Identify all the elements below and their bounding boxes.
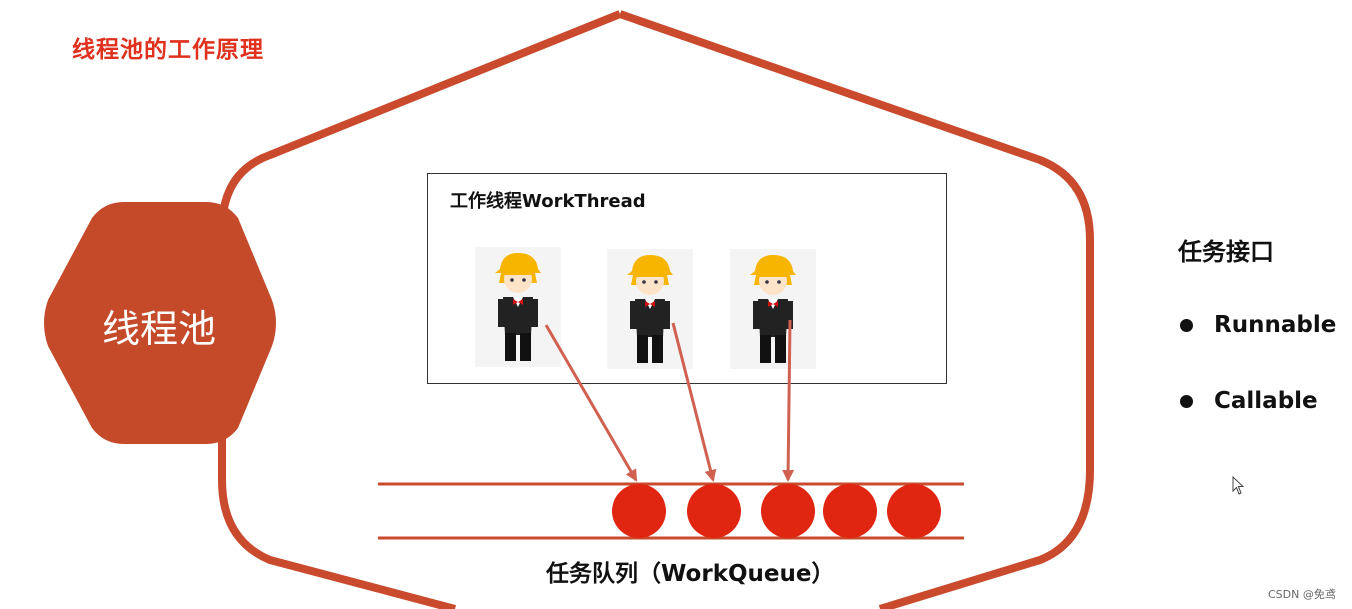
interface-callable: Callable [1214,388,1318,414]
work-thread-box: 工作线程WorkThread [427,173,947,384]
worker-thread-figure [730,249,816,369]
worker-icon [750,255,796,363]
pool-hexagon [44,202,276,444]
task-interface-item: Runnable [1180,312,1336,338]
bullet-icon [1180,318,1193,332]
pool-label: 线程池 [101,307,216,351]
watermark: CSDN @免鸢 [1268,588,1336,601]
task-ball [612,484,666,538]
worker-thread-figure [607,249,693,369]
worker-icon [627,255,673,363]
task-ball [823,484,877,538]
interface-runnable: Runnable [1214,312,1337,338]
work-thread-title: 工作线程WorkThread [450,191,646,212]
task-interface-item: Callable [1180,388,1318,414]
task-ball [887,484,941,538]
worker-thread-figure [475,247,561,367]
task-interface-title: 任务接口 [1178,238,1274,266]
bullet-icon [1180,394,1193,408]
mouse-cursor-icon [1232,476,1245,495]
task-ball [687,484,741,538]
page-title: 线程池的工作原理 [72,37,264,63]
work-queue-label: 任务队列（WorkQueue） [546,561,835,587]
task-ball [761,484,815,538]
worker-icon [495,253,541,361]
